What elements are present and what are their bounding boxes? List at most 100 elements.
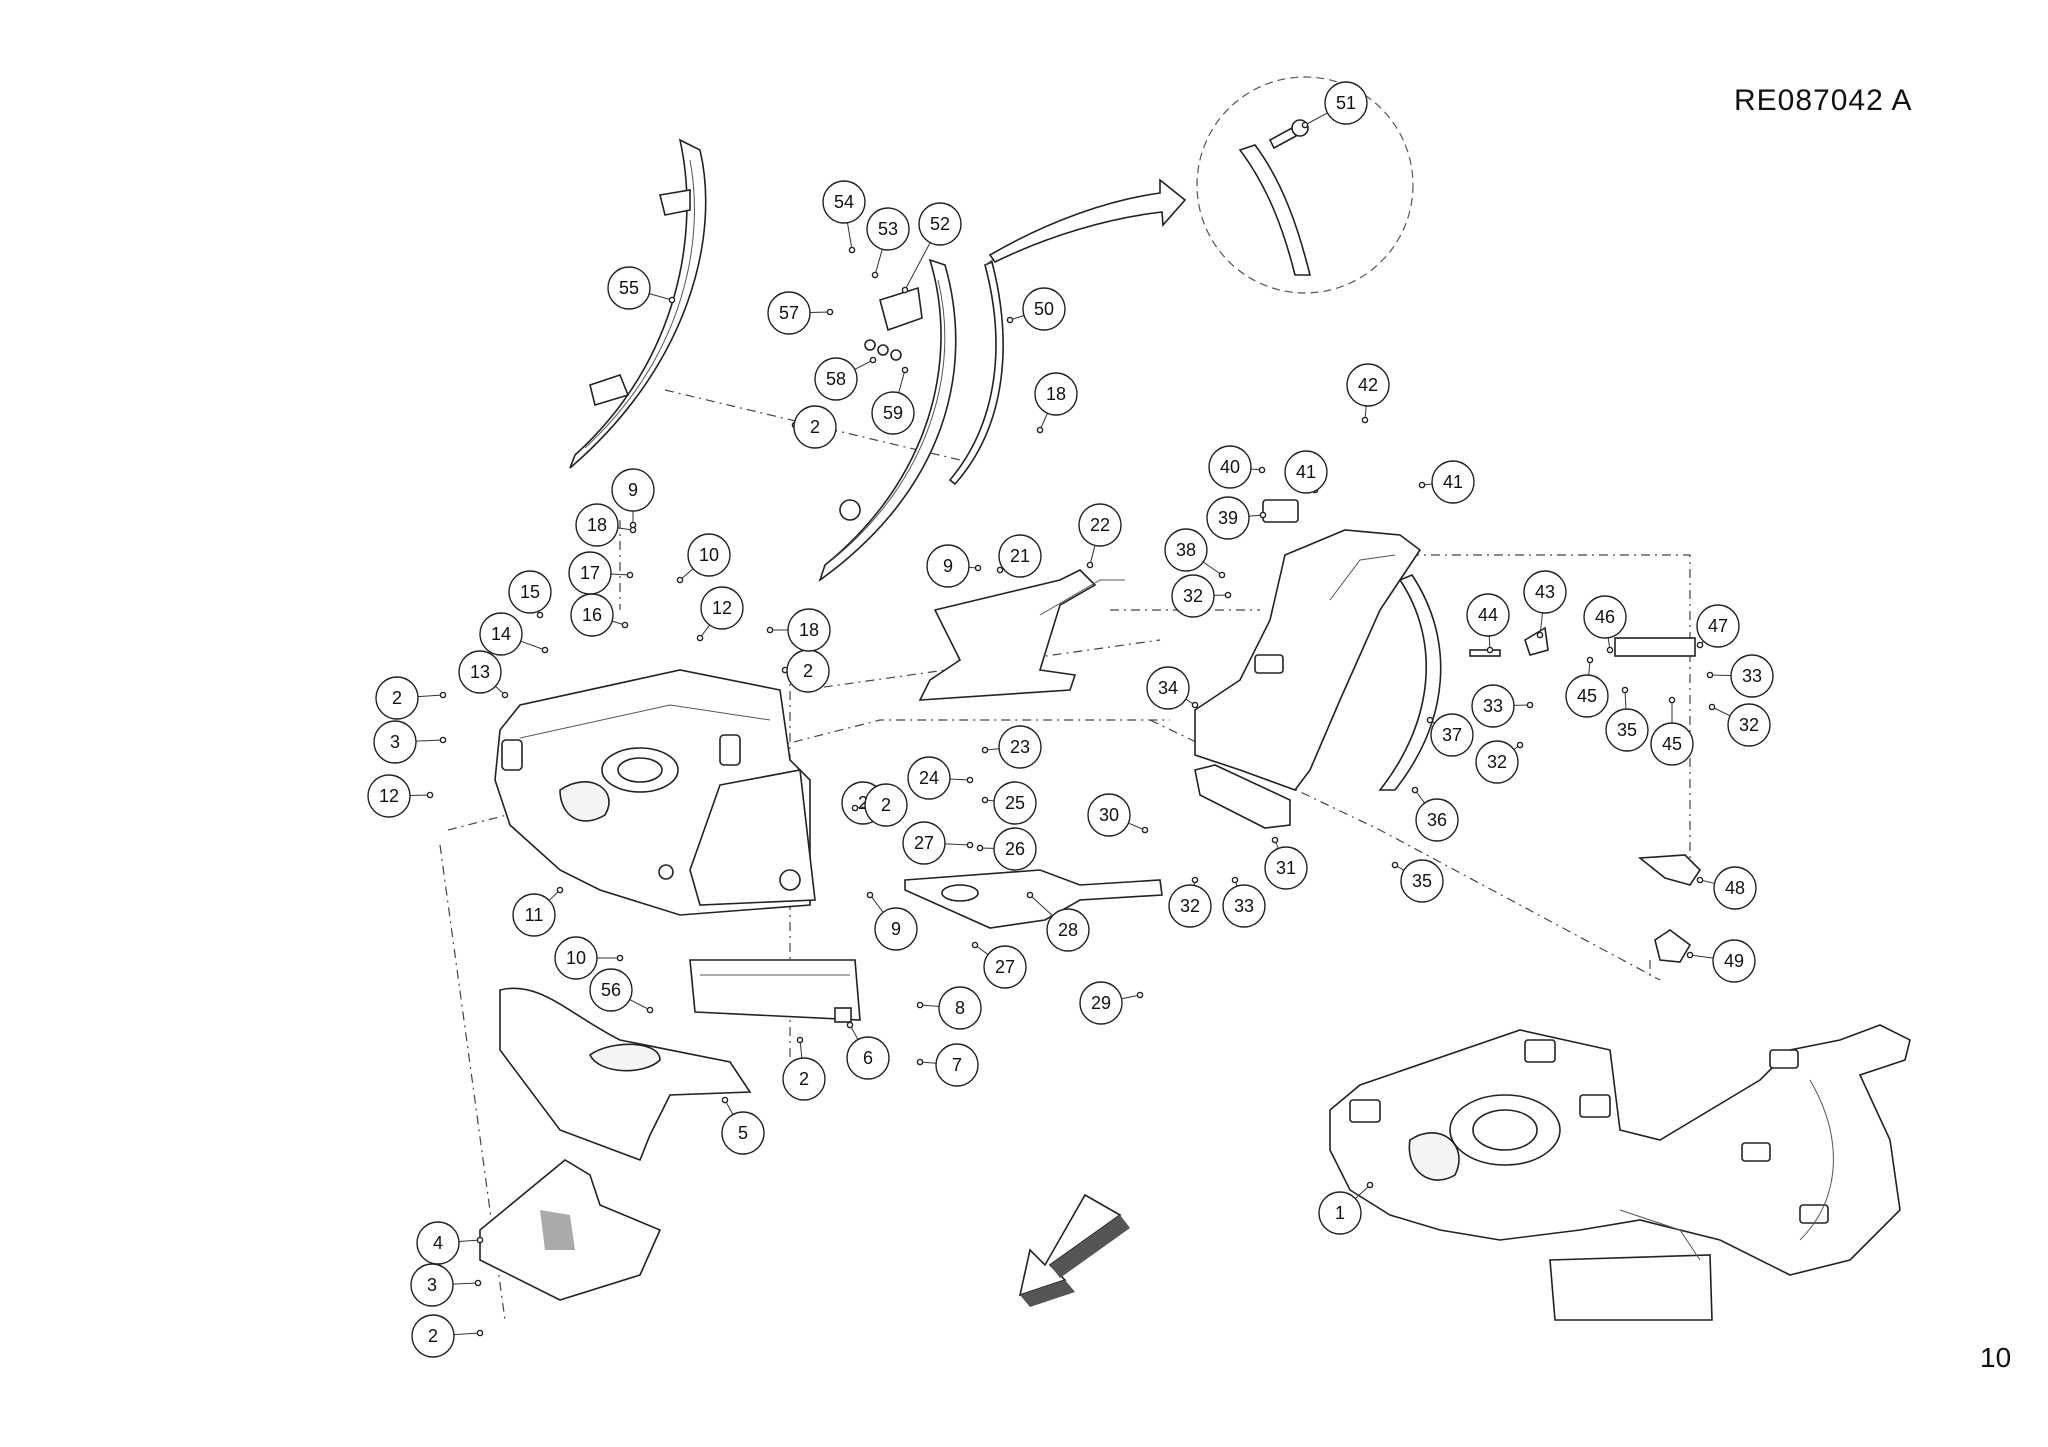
- callout-leader-line: [629, 999, 651, 1011]
- callout-9: 9: [926, 544, 982, 588]
- callout-number: 2: [803, 661, 813, 681]
- direction-arrow: [1018, 1193, 1130, 1307]
- callout-40: 40: [1208, 445, 1266, 489]
- document-code: RE087042 A: [1734, 84, 1913, 117]
- callout-target-dot: [696, 634, 704, 642]
- callout-bubble: [1431, 460, 1475, 504]
- callout-bubble: [918, 202, 962, 246]
- callout-bubble: [411, 1314, 455, 1358]
- callout-number: 18: [587, 515, 607, 535]
- callout-leader-line: [869, 894, 884, 913]
- callout-number: 13: [470, 662, 490, 682]
- callout-target-dot: [848, 246, 856, 254]
- callout-target-dot: [1426, 716, 1434, 724]
- callout-number: 48: [1725, 878, 1745, 898]
- callout-target-dot: [1218, 571, 1226, 579]
- callout-number: 30: [1099, 805, 1119, 825]
- callout-32: 32: [1475, 740, 1524, 784]
- callout-bubble: [568, 551, 612, 595]
- callout-number: 28: [1058, 920, 1078, 940]
- callout-bubble: [1034, 372, 1078, 416]
- callout-number: 3: [390, 732, 400, 752]
- callout-33: 33: [1706, 654, 1774, 698]
- callout-number: 32: [1739, 715, 1759, 735]
- callout-target-dot: [616, 954, 624, 962]
- callout-bubble: [787, 608, 831, 652]
- callout-target-dot: [476, 1236, 484, 1244]
- callout-2: 2: [375, 676, 447, 720]
- callout-bubble: [1087, 793, 1131, 837]
- callout-bubble: [1523, 570, 1567, 614]
- callout-bubble: [793, 405, 837, 449]
- callout-49: 49: [1686, 939, 1756, 983]
- callout-bubble: [611, 468, 655, 512]
- callout-number: 11: [525, 905, 544, 925]
- callout-leader-line: [944, 843, 971, 846]
- callout-number: 40: [1220, 457, 1240, 477]
- callout-number: 46: [1595, 607, 1615, 627]
- callout-number: 25: [1005, 793, 1025, 813]
- cover-6: [689, 959, 861, 1023]
- callout-number: 53: [878, 219, 898, 239]
- callout-3: 3: [373, 720, 447, 764]
- callout-bubble: [926, 544, 970, 588]
- detail-arrow: [988, 178, 1187, 264]
- callout-number: 49: [1724, 951, 1744, 971]
- callout-41: 41: [1418, 460, 1475, 504]
- callout-number: 18: [799, 620, 819, 640]
- callout-bubble: [607, 266, 651, 310]
- callout-target-dot: [426, 791, 434, 799]
- callout-bubble: [871, 391, 915, 435]
- callout-target-dot: [1586, 656, 1594, 664]
- callout-22: 22: [1078, 503, 1122, 569]
- callout-2: 2: [791, 405, 837, 449]
- callout-number: 2: [799, 1069, 809, 1089]
- callout-bubble: [1466, 593, 1510, 637]
- callout-10: 10: [676, 533, 731, 584]
- callout-number: 14: [491, 624, 511, 644]
- callout-bubble: [1650, 722, 1694, 766]
- callout-bubble: [1264, 846, 1308, 890]
- callout-target-dot: [871, 271, 879, 279]
- callout-56: 56: [589, 968, 654, 1014]
- callout-51: 51: [1301, 81, 1368, 129]
- callout-number: 45: [1662, 734, 1682, 754]
- callout-bubble: [864, 783, 908, 827]
- callout-target-dot: [1696, 876, 1704, 884]
- callout-target-dot: [721, 1096, 729, 1104]
- callout-bubble: [1713, 866, 1757, 910]
- callout-25: 25: [981, 781, 1037, 825]
- callout-number: 59: [883, 403, 903, 423]
- callout-bubble: [700, 586, 744, 630]
- callout-bubble: [938, 986, 982, 1030]
- callout-leader-line: [1709, 674, 1732, 676]
- callout-58: 58: [814, 356, 877, 401]
- callout-32: 32: [1168, 876, 1212, 928]
- callout-target-dot: [1708, 703, 1716, 711]
- callout-bubble: [1583, 595, 1627, 639]
- callout-number: 21: [1010, 546, 1030, 566]
- callout-number: 35: [1412, 871, 1432, 891]
- callout-2: 2: [781, 649, 830, 693]
- callout-target-dot: [1036, 426, 1044, 434]
- callout-number: 41: [1443, 472, 1463, 492]
- callout-bubble: [1605, 708, 1649, 752]
- callout-target-dot: [1391, 861, 1399, 869]
- bar-31: [1194, 764, 1291, 829]
- callout-target-dot: [846, 1021, 854, 1029]
- callout-bubble: [1079, 981, 1123, 1025]
- callout-21: 21: [996, 534, 1042, 578]
- callout-number: 54: [834, 192, 854, 212]
- callout-target-dot: [1224, 591, 1232, 599]
- callout-number: 56: [601, 980, 621, 1000]
- callout-9: 9: [866, 891, 918, 951]
- callout-leader-line: [458, 1239, 481, 1243]
- callout-leader-line: [874, 249, 883, 276]
- callout-leader-line: [1304, 112, 1328, 126]
- callout-target-dot: [1191, 701, 1199, 709]
- callout-32: 32: [1171, 574, 1232, 618]
- callout-bubble: [589, 968, 633, 1012]
- callout-number: 22: [1090, 515, 1110, 535]
- callout-target-dot: [1621, 686, 1629, 694]
